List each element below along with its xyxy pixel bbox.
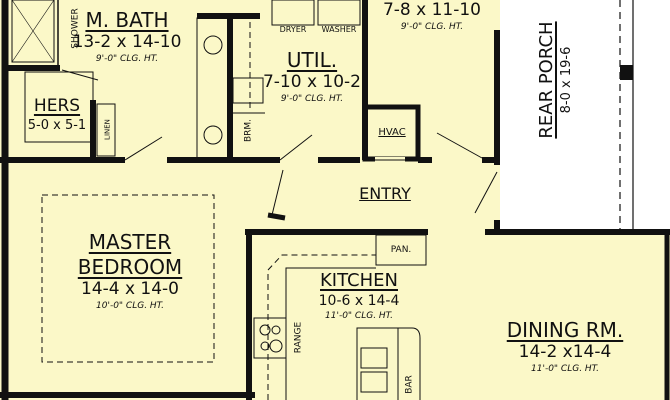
room-size: 14-4 x 14-0: [80, 279, 180, 299]
room-size: 10-6 x 14-4: [318, 293, 400, 309]
room-name: KITCHEN: [320, 270, 398, 291]
pantry-label: PAN.: [390, 245, 412, 255]
ceiling-height: 9'-0" CLG. HT.: [280, 94, 344, 104]
kitchen-label: KITCHEN 10-6 x 14-4 11'-0" CLG. HT.: [306, 272, 412, 321]
porch-post: [620, 65, 633, 80]
room-name: REAR PORCH: [536, 21, 557, 139]
room-size: 5-0 x 5-1: [27, 118, 87, 133]
ceiling-height: 10'-0" CLG. HT.: [96, 301, 164, 311]
range-label: RANGE: [293, 321, 304, 354]
room-size: 7-10 x 10-2: [262, 72, 362, 92]
linen-label: LINEN: [103, 119, 112, 140]
ceiling-height: 11'-0" CLG. HT.: [325, 311, 393, 321]
entry-label: ENTRY: [359, 184, 411, 203]
dryer-label: DRYER: [279, 25, 307, 34]
master-bath-label: M. BATH 13-2 x 14-10 9'-0" CLG. HT.: [72, 10, 182, 64]
hvac-label: HVAC: [378, 127, 406, 138]
closet-label: 7-8 x 11-10 9'-0" CLG. HT.: [372, 2, 492, 32]
master-bedroom-label: MASTER BEDROOM 14-4 x 14-0 10'-0" CLG. H…: [60, 232, 200, 311]
room-size: 13-2 x 14-10: [72, 32, 182, 52]
bar-label: BAR: [404, 375, 415, 394]
room-name: UTIL.: [286, 48, 338, 72]
washer-label: WASHER: [321, 25, 357, 34]
room-size: 14-2 x14-4: [518, 342, 612, 362]
brm-label: BRM.: [243, 118, 254, 143]
ceiling-height: 9'-0" CLG. HT.: [400, 22, 464, 32]
room-size: 7-8 x 11-10: [382, 0, 482, 20]
dining-label: DINING RM. 14-2 x14-4 11'-0" CLG. HT.: [490, 320, 640, 374]
shower-label: SHOWER: [70, 8, 81, 49]
room-name: HERS: [33, 96, 81, 116]
ceiling-height: 11'-0" CLG. HT.: [531, 364, 599, 374]
hers-label: HERS 5-0 x 5-1: [24, 96, 90, 133]
room-name: DINING RM.: [506, 318, 624, 342]
room-name: BEDROOM: [77, 255, 183, 279]
rear-porch-label: REAR PORCH 8-0 x 19-6: [536, 0, 578, 160]
room-name: MASTER: [88, 230, 172, 254]
room-size: 8-0 x 19-6: [559, 46, 574, 114]
rear-porch-area: [500, 0, 670, 230]
room-name: M. BATH: [85, 8, 169, 32]
util-label: UTIL. 7-10 x 10-2 9'-0" CLG. HT.: [262, 50, 362, 104]
ceiling-height: 9'-0" CLG. HT.: [95, 54, 159, 64]
